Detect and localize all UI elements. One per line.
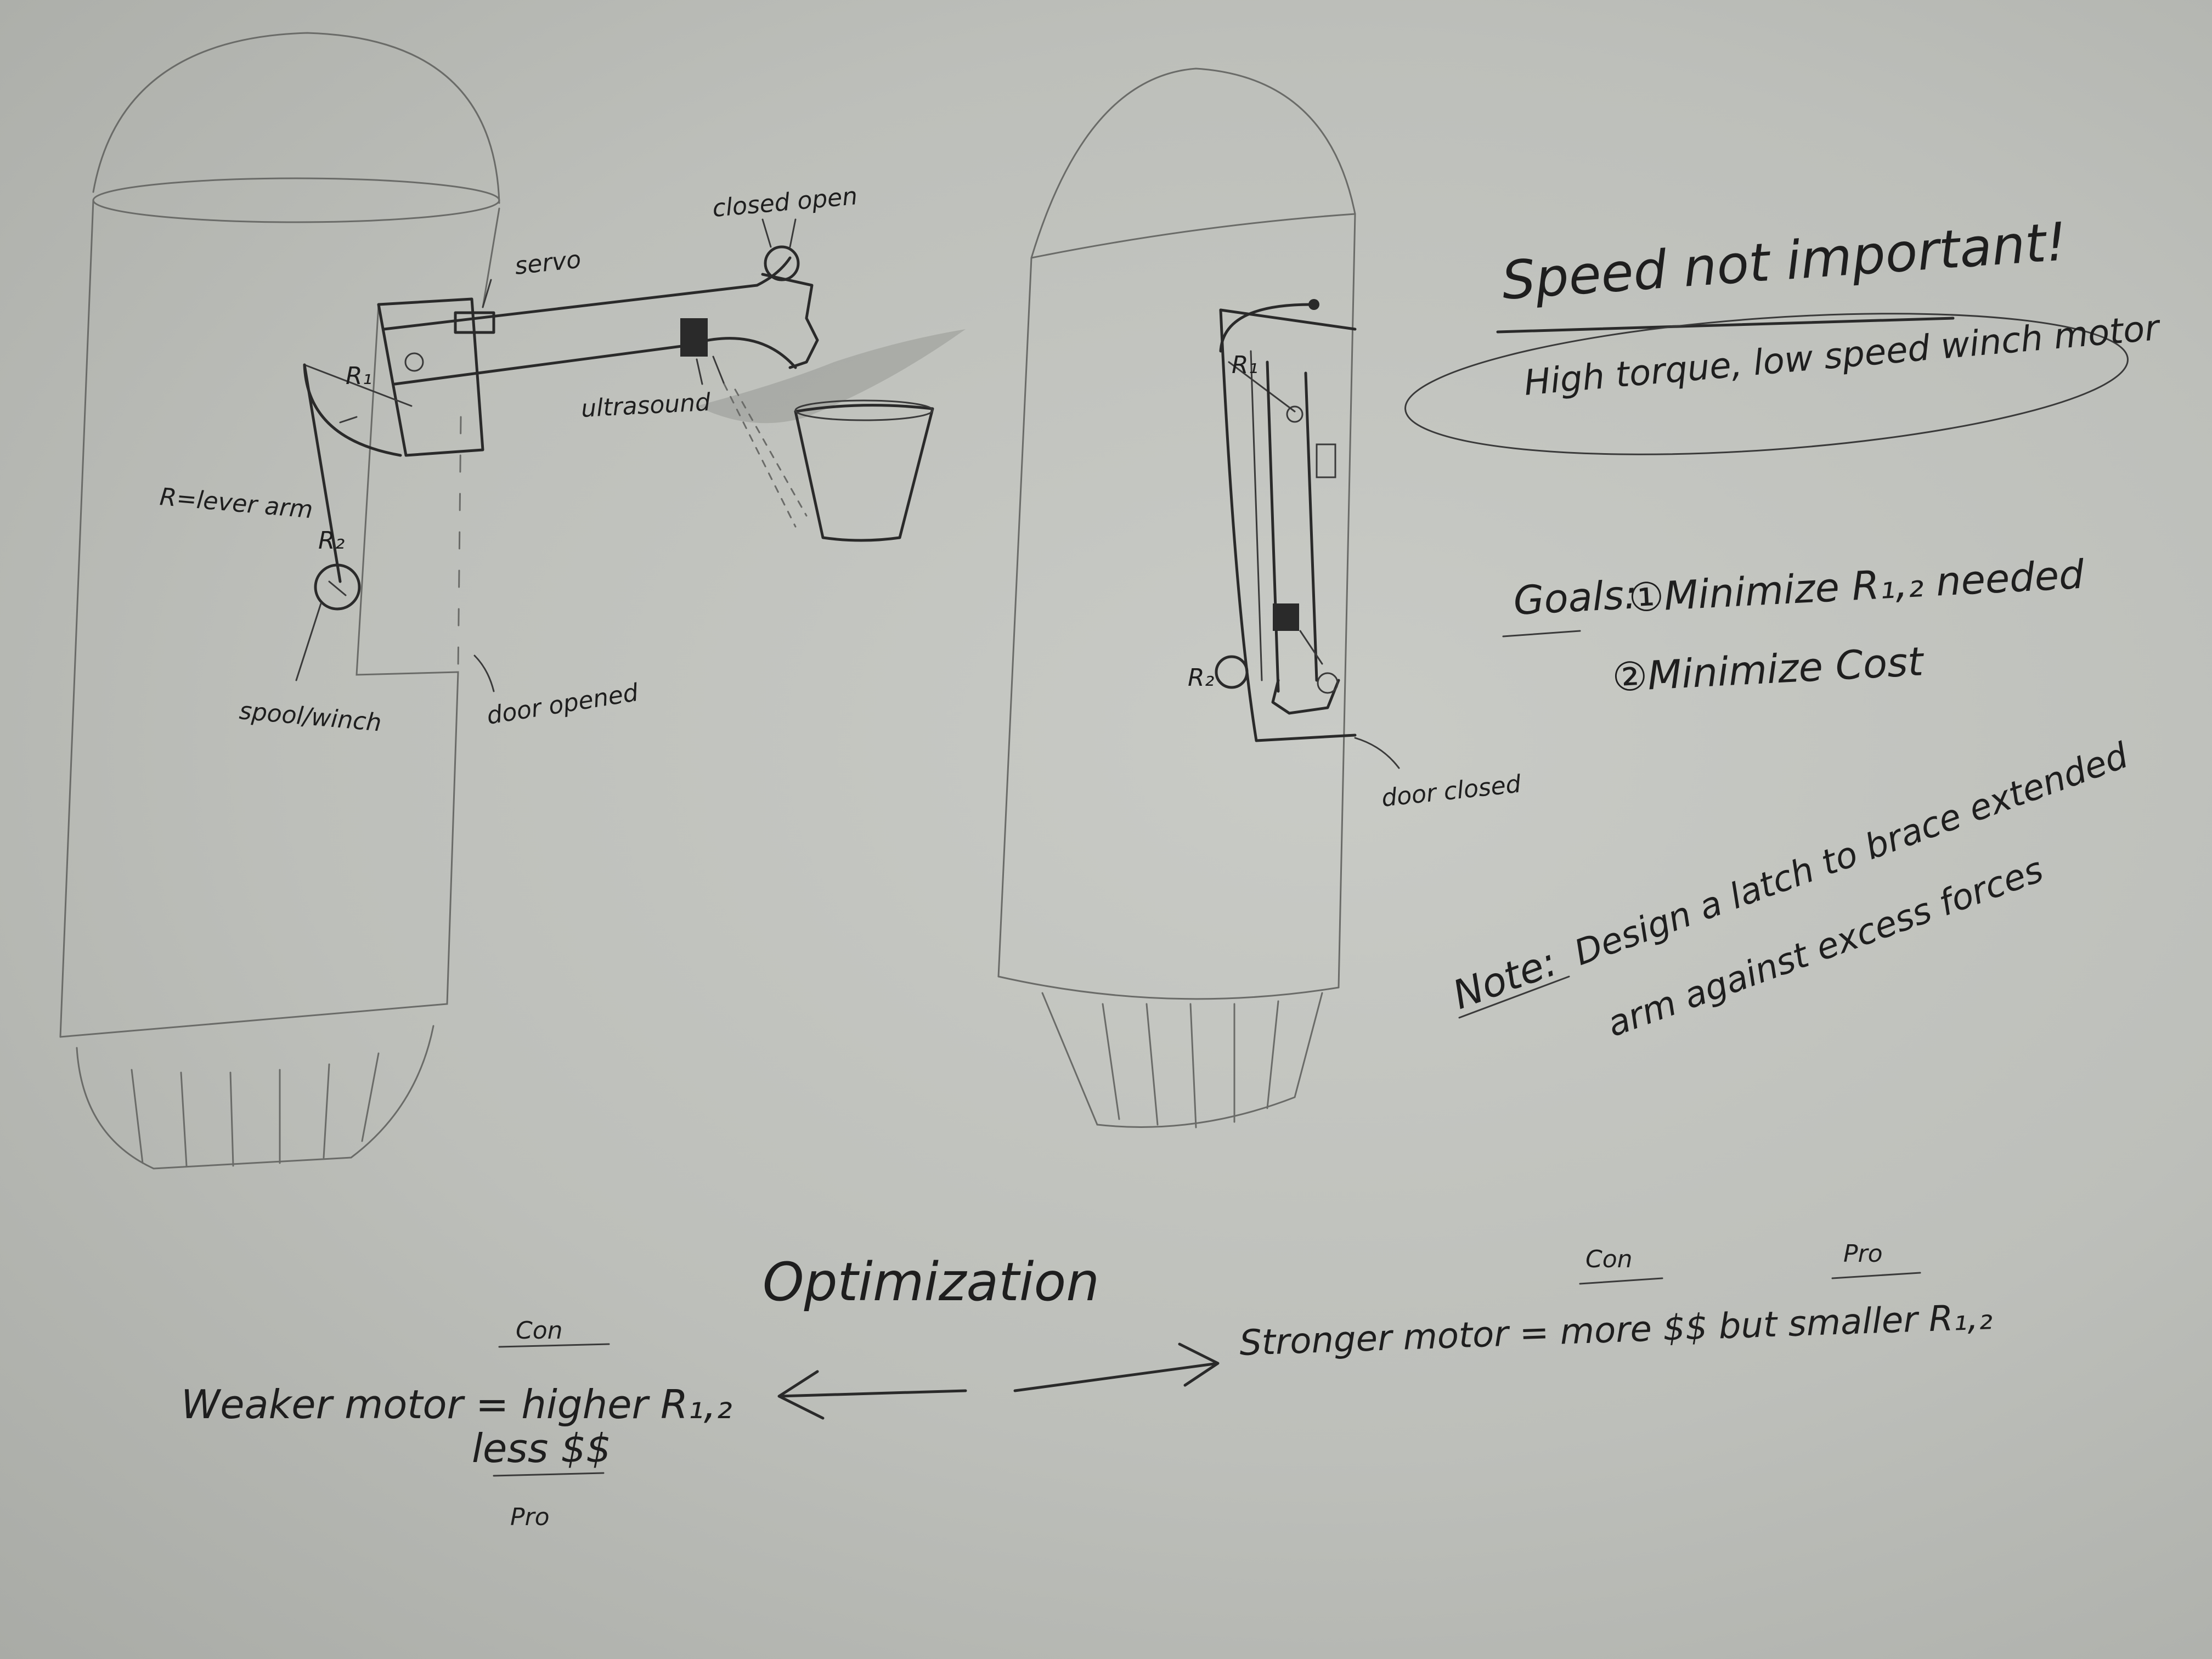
optimization-title: Optimization	[763, 1251, 1099, 1313]
goals-label: Goals:	[1512, 571, 1638, 624]
optimization-section	[494, 1273, 1920, 1476]
goal-2: ②Minimize Cost	[1611, 638, 1926, 701]
label-right-r1: R₁	[1232, 351, 1258, 379]
goal-1: ①Minimize R₁,₂ needed	[1627, 551, 2085, 621]
left-nozzle	[763, 274, 817, 368]
left-arm-bottom	[395, 338, 795, 384]
label-valve-states: closed open	[712, 182, 859, 223]
right-base	[1042, 993, 1322, 1127]
label-left-r1: R₁	[346, 362, 372, 390]
left-spool-leader	[296, 603, 321, 680]
right-arrow	[1015, 1344, 1218, 1391]
left-ultrasound-beam	[713, 357, 724, 384]
left-door-leader	[475, 656, 494, 691]
right-sensor-beam	[1300, 631, 1322, 664]
label-servo: servo	[514, 246, 583, 280]
right-cable	[1251, 351, 1262, 680]
left-valve	[765, 247, 798, 280]
label-door-closed: door closed	[1380, 770, 1523, 812]
label-left-r2: R₂	[318, 527, 345, 555]
left-body-right-top	[483, 208, 499, 307]
right-dispenser	[998, 69, 1399, 1127]
left-arrow	[779, 1372, 966, 1418]
left-con-label: Con	[516, 1317, 563, 1345]
goals-underline	[1503, 631, 1580, 636]
left-dome-rim	[93, 178, 499, 222]
note-label: Note:	[1447, 938, 1563, 1018]
right-door-leader	[1355, 738, 1399, 768]
right-base-ribs	[1103, 1001, 1278, 1127]
right-servo-block	[1317, 444, 1335, 477]
left-line-1: Weaker motor = higher R₁,₂	[181, 1381, 732, 1427]
label-spool: spool/winch	[238, 697, 382, 737]
right-body-bottom	[998, 977, 1339, 999]
right-spool	[1216, 657, 1247, 687]
left-base-ribs	[132, 1053, 379, 1166]
left-arm-top	[384, 258, 790, 329]
left-ultrasound-sensor	[680, 318, 708, 357]
left-ultrasound-leader	[697, 359, 702, 384]
right-folded-arm	[1267, 362, 1317, 691]
left-pro-label: Pro	[510, 1503, 550, 1531]
right-pro-underline	[1832, 1273, 1920, 1278]
right-dome	[1031, 69, 1355, 258]
left-valve-indicators	[763, 219, 795, 247]
right-dome-rim	[1031, 214, 1355, 258]
left-pro-underline	[494, 1473, 603, 1476]
right-valve	[1318, 673, 1338, 693]
right-pro-label: Pro	[1843, 1240, 1883, 1268]
left-cup	[795, 405, 933, 540]
left-door-hinge-line	[458, 417, 461, 669]
right-lever-top-pin	[1308, 299, 1319, 310]
speed-underline	[1498, 318, 1953, 332]
label-lever-arm: R=lever arm	[159, 483, 314, 524]
right-ultrasound-sensor	[1273, 603, 1299, 631]
left-arm-pivot	[405, 353, 423, 371]
left-base	[77, 1026, 433, 1169]
label-right-r2: R₂	[1188, 664, 1214, 692]
label-door-opened: door opened	[485, 679, 641, 730]
left-body-left-edge	[60, 200, 93, 1037]
right-line: Stronger motor = more $$ but smaller R₁,…	[1239, 1297, 1993, 1364]
right-arm-pivot	[1287, 407, 1302, 422]
note-speed: Speed not important!	[1500, 211, 2069, 312]
label-ultrasound: ultrasound	[580, 388, 712, 423]
left-spool-mark	[329, 582, 346, 595]
left-line-2: less $$	[472, 1425, 611, 1471]
right-con-label: Con	[1585, 1245, 1633, 1273]
right-con-underline	[1580, 1278, 1662, 1284]
right-nozzle	[1273, 680, 1339, 713]
right-body-left-edge	[998, 258, 1031, 977]
